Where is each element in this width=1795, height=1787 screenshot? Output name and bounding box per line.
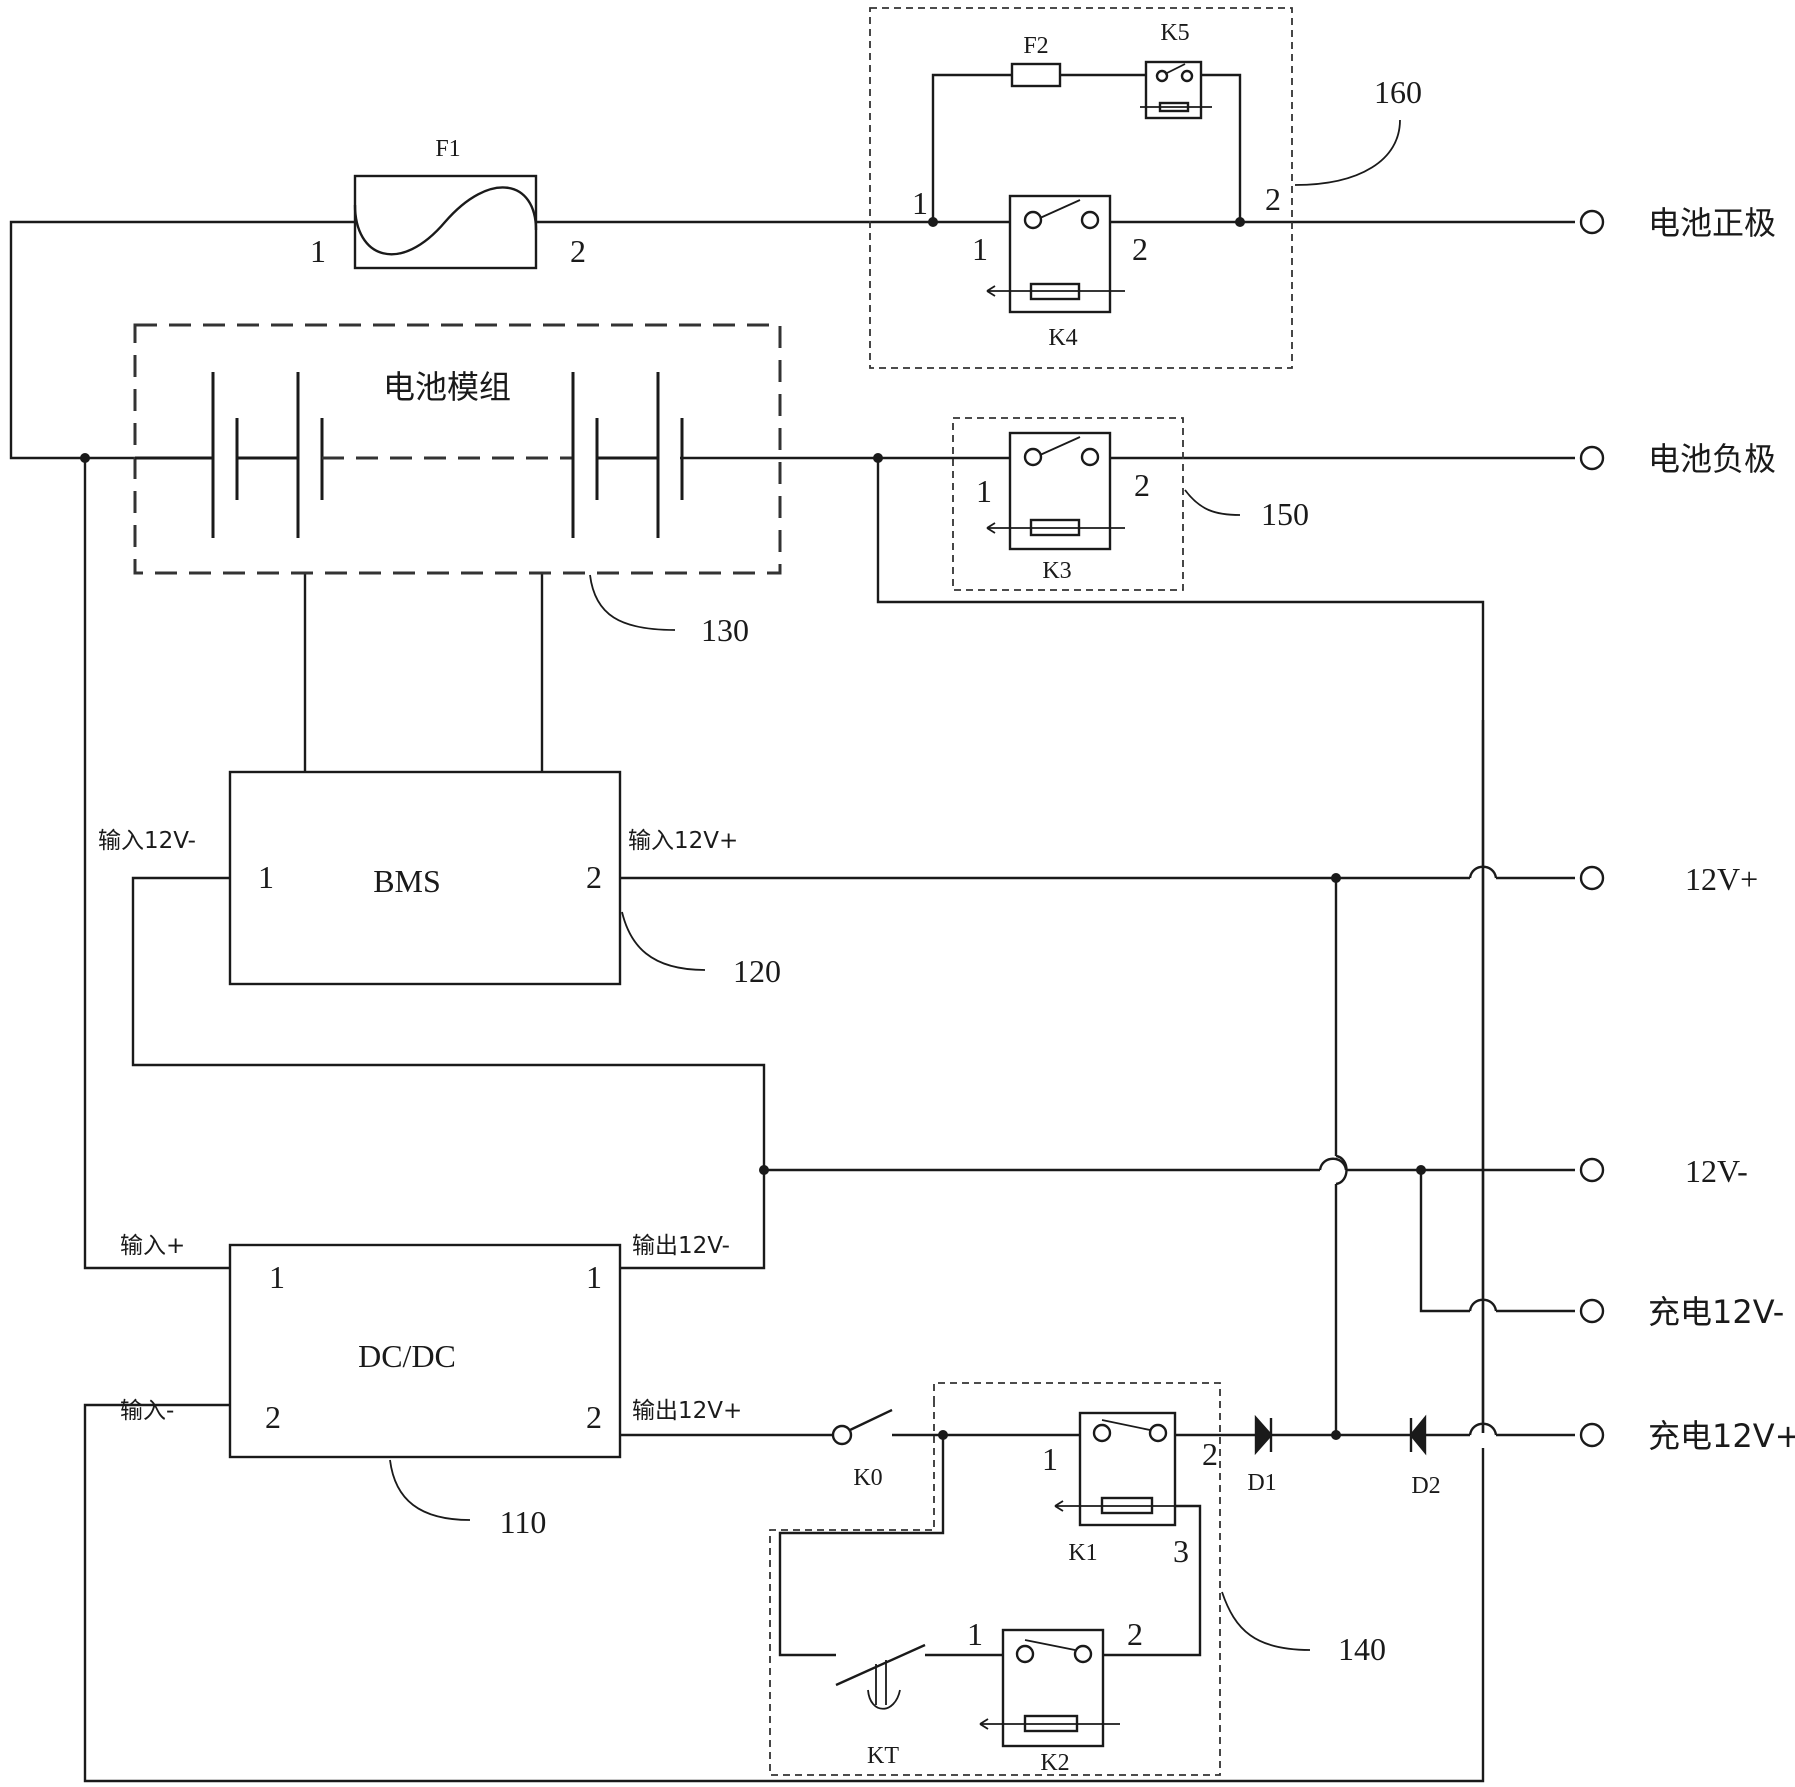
pin-k3-1: 1 bbox=[976, 473, 992, 509]
terminal-label-battery-negative: 电池负极 bbox=[1648, 440, 1776, 478]
label-k1: K1 bbox=[1068, 1540, 1097, 1566]
fuse-f1 bbox=[355, 176, 536, 268]
switch-k0 bbox=[833, 1410, 892, 1444]
terminal-12v-minus bbox=[1581, 1159, 1603, 1181]
terminal-charge-minus bbox=[1581, 1300, 1603, 1322]
pin-k2-1: 1 bbox=[967, 1616, 983, 1652]
label-k3: K3 bbox=[1042, 558, 1071, 584]
ref-140: 140 bbox=[1338, 1631, 1386, 1667]
port-dcdc-out-plus: 输出12V+ bbox=[632, 1398, 742, 1424]
terminal-battery-negative bbox=[1581, 447, 1603, 469]
relay-k4 bbox=[987, 196, 1125, 312]
terminal-label-12v-plus: 12V+ bbox=[1685, 861, 1758, 897]
ref-130: 130 bbox=[701, 612, 749, 648]
label-dcdc: DC/DC bbox=[358, 1338, 456, 1374]
leader-150 bbox=[1185, 490, 1240, 515]
terminal-label-charge-plus: 充电12V+ bbox=[1648, 1417, 1795, 1455]
switch-kt bbox=[836, 1645, 925, 1709]
terminal-label-12v-minus: 12V- bbox=[1685, 1153, 1748, 1189]
ref-150: 150 bbox=[1261, 496, 1309, 532]
label-f1: F1 bbox=[435, 136, 460, 162]
label-d1: D1 bbox=[1247, 1470, 1276, 1496]
terminal-charge-plus bbox=[1581, 1424, 1603, 1446]
leader-120 bbox=[622, 912, 705, 970]
wire-left-loop bbox=[11, 222, 355, 458]
pin-k2-2: 2 bbox=[1127, 1616, 1143, 1652]
label-f2: F2 bbox=[1023, 33, 1048, 59]
terminal-label-charge-minus: 充电12V- bbox=[1648, 1293, 1784, 1331]
diode-d2 bbox=[1411, 1418, 1425, 1452]
terminal-12v-plus bbox=[1581, 867, 1603, 889]
output-terminals bbox=[1581, 211, 1603, 1446]
pin-k1-2: 2 bbox=[1202, 1436, 1218, 1472]
wire-k2-to-k1 bbox=[1100, 1506, 1200, 1655]
wire-charge-minus bbox=[1421, 1170, 1470, 1311]
relay-k2 bbox=[980, 1630, 1120, 1746]
label-k0: K0 bbox=[853, 1465, 882, 1491]
port-bms-in-minus: 输入12V- bbox=[98, 828, 196, 854]
ref-120: 120 bbox=[733, 953, 781, 989]
pin-bms-1: 1 bbox=[258, 859, 274, 895]
wire-input-plus bbox=[85, 458, 230, 1268]
wire-negative-to-bottom bbox=[85, 1405, 1483, 1781]
wire-negative-branch bbox=[878, 458, 1483, 1433]
pin-160-2: 2 bbox=[1265, 181, 1281, 217]
pin-k1-3: 3 bbox=[1173, 1533, 1189, 1569]
port-dcdc-in-minus: 输入- bbox=[120, 1398, 174, 1424]
pin-160-1: 1 bbox=[912, 185, 928, 221]
label-d2: D2 bbox=[1411, 1473, 1440, 1499]
leader-160 bbox=[1295, 120, 1400, 185]
leader-130 bbox=[590, 575, 675, 630]
pin-bms-2: 2 bbox=[586, 859, 602, 895]
port-dcdc-out-minus: 输出12V- bbox=[632, 1233, 730, 1259]
relay-k5 bbox=[1140, 62, 1212, 118]
label-kt: KT bbox=[867, 1743, 899, 1769]
pin-k4-2: 2 bbox=[1132, 231, 1148, 267]
label-k5: K5 bbox=[1160, 20, 1189, 46]
ref-160: 160 bbox=[1374, 74, 1422, 110]
leader-140 bbox=[1222, 1592, 1310, 1650]
relay-k3 bbox=[987, 433, 1125, 549]
relay-k1 bbox=[1055, 1413, 1200, 1525]
terminal-label-battery-positive: 电池正极 bbox=[1648, 204, 1776, 242]
ref-110: 110 bbox=[500, 1504, 547, 1540]
pin-k3-2: 2 bbox=[1134, 467, 1150, 503]
label-k4: K4 bbox=[1048, 325, 1077, 351]
pin-dcdc-out-2: 2 bbox=[586, 1399, 602, 1435]
pin-dcdc-in-2: 2 bbox=[265, 1399, 281, 1435]
diode-d1 bbox=[1256, 1418, 1271, 1452]
port-dcdc-in-plus: 输入+ bbox=[120, 1233, 185, 1259]
pin-dcdc-in-1: 1 bbox=[269, 1259, 285, 1295]
pin-k1-1: 1 bbox=[1042, 1441, 1058, 1477]
label-bms: BMS bbox=[373, 863, 441, 899]
pin-f1-2: 2 bbox=[570, 233, 586, 269]
port-bms-in-plus: 输入12V+ bbox=[628, 828, 738, 854]
label-battery-module: 电池模组 bbox=[383, 368, 511, 406]
label-k2: K2 bbox=[1040, 1750, 1069, 1776]
pin-dcdc-out-1: 1 bbox=[586, 1259, 602, 1295]
pin-k4-1: 1 bbox=[972, 231, 988, 267]
leader-110 bbox=[390, 1460, 470, 1520]
terminal-battery-positive bbox=[1581, 211, 1603, 233]
fuse-f2-body bbox=[1012, 64, 1060, 86]
pin-f1-1: 1 bbox=[310, 233, 326, 269]
